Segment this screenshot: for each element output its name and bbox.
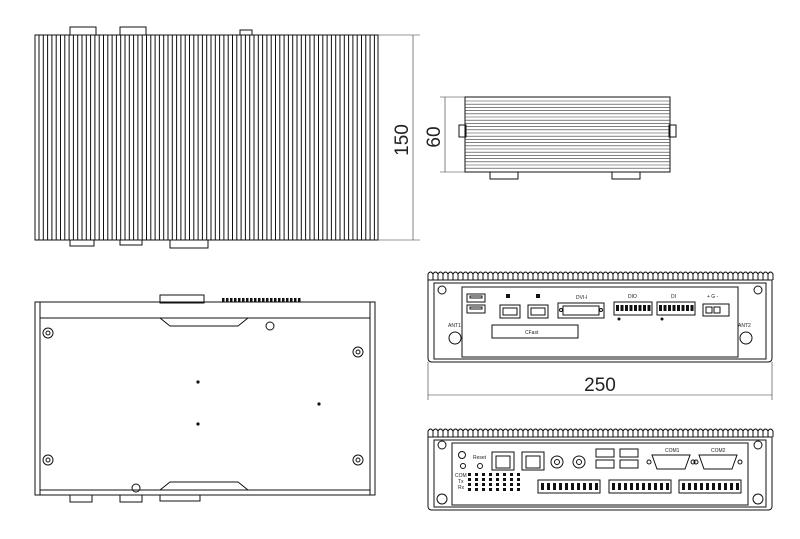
displayport-1 (499, 294, 521, 319)
height-dimension (440, 96, 465, 173)
front-panel-outline (427, 279, 773, 363)
rear-panel: Reset COM1 COM2 (427, 428, 774, 511)
com2-port: COM2 (693, 448, 743, 470)
lan-port-1 (491, 451, 515, 471)
com2-label: COM2 (711, 448, 726, 454)
com1-port: COM1 (646, 448, 696, 470)
rear-panel-outline (427, 436, 773, 511)
power-button (458, 451, 466, 459)
cooling-fins (38, 35, 375, 240)
front-panel: ANT1 ANT2 DVI-I (427, 271, 774, 400)
dio-label: DIO (628, 294, 637, 300)
com1-label: COM1 (665, 448, 680, 454)
reset-label: Reset (473, 455, 487, 461)
displayport-2 (527, 294, 549, 319)
antenna-2-port (739, 331, 753, 345)
svg-text:+ G -: + G - (707, 294, 719, 300)
dvi-label: DVI-I (576, 295, 587, 301)
top-connector-stubs (69, 26, 253, 36)
status-led-grid (468, 473, 520, 491)
rear-usb-ports (595, 448, 639, 469)
bottom-view (34, 294, 376, 503)
cfast-slot: CFast (491, 324, 579, 339)
top-view: 150 (34, 26, 420, 249)
bottom-view-outline (34, 301, 376, 496)
rx-led-label: Rx (458, 485, 465, 491)
height-label: 60 (424, 126, 445, 147)
mounting-screws (42, 321, 364, 493)
side-view: 60 (424, 96, 677, 180)
width-dimension (427, 362, 773, 400)
side-view-outline (464, 96, 671, 173)
ant1-label: ANT1 (448, 323, 461, 329)
antenna-1-port (448, 331, 462, 345)
depth-dimension (378, 34, 420, 241)
cfast-label: CFast (525, 330, 539, 336)
ant2-label: ANT2 (738, 323, 751, 329)
power-terminal: + G - (702, 294, 730, 317)
dio-terminal: DIO (613, 294, 653, 321)
bottom-connector-stubs (69, 239, 209, 249)
di-terminal: DI (656, 294, 696, 321)
front-usb-ports (466, 293, 486, 314)
di-label: DI (671, 294, 676, 300)
tx-led-label: Tx (458, 479, 464, 485)
reset-button (477, 463, 483, 469)
dvi-port: DVI-I (557, 295, 605, 319)
lan-port-2 (521, 451, 545, 471)
width-label: 250 (584, 375, 616, 396)
rear-terminal-blocks (537, 479, 742, 494)
audio-jacks (550, 455, 586, 469)
com-led-label: COM (455, 473, 467, 479)
depth-label: 150 (392, 124, 413, 156)
